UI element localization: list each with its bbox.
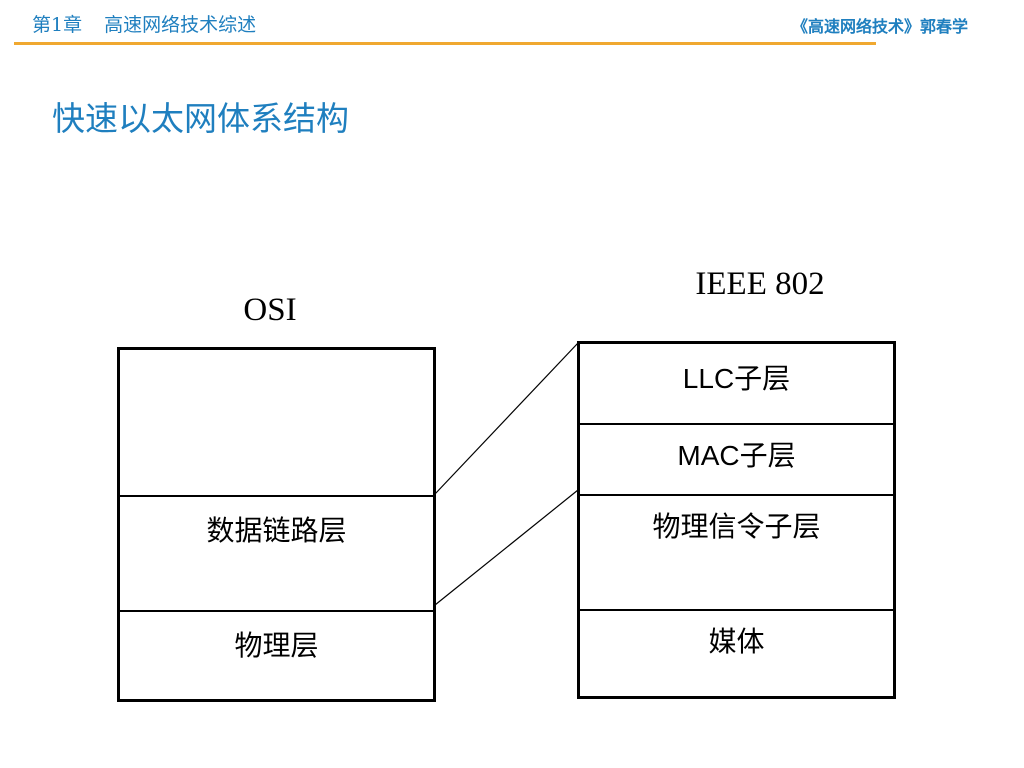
ieee-layer-llc: LLC子层 bbox=[580, 344, 893, 423]
osi-datalink-label: 数据链路层 bbox=[206, 514, 347, 547]
header-divider bbox=[14, 42, 876, 45]
mac-suffix: 子层 bbox=[739, 439, 796, 472]
pls-label: 物理信令子层 bbox=[652, 510, 821, 543]
osi-layer-datalink: 数据链路层 bbox=[120, 495, 433, 610]
osi-layer-physical: 物理层 bbox=[120, 610, 433, 699]
llc-abbrev: LLC bbox=[682, 363, 735, 394]
osi-label: OSI bbox=[243, 292, 297, 328]
ieee-layer-medium: 媒体 bbox=[580, 609, 893, 696]
llc-suffix: 子层 bbox=[734, 362, 791, 395]
medium-label: 媒体 bbox=[708, 625, 765, 658]
book-credit: 《高速网络技术》郭春学 bbox=[791, 17, 968, 36]
chapter-title: 高速网络技术综述 bbox=[104, 14, 257, 36]
physical-top-connector bbox=[434, 489, 579, 606]
ieee-label: IEEE 802 bbox=[695, 266, 825, 302]
ieee-layer-mac: MAC子层 bbox=[580, 423, 893, 494]
osi-stack: 数据链路层 物理层 bbox=[117, 347, 436, 702]
ieee-stack: LLC子层 MAC子层 物理信令子层 媒体 bbox=[577, 341, 896, 699]
ieee-layer-pls: 物理信令子层 bbox=[580, 494, 893, 609]
datalink-top-connector bbox=[434, 342, 579, 495]
chapter-number: 第1章 bbox=[32, 14, 83, 36]
header-chapter: 第1章高速网络技术综述 bbox=[32, 10, 256, 37]
osi-physical-label: 物理层 bbox=[234, 629, 319, 662]
mac-abbrev: MAC bbox=[677, 440, 740, 471]
slide-title: 快速以太网体系结构 bbox=[52, 99, 349, 138]
